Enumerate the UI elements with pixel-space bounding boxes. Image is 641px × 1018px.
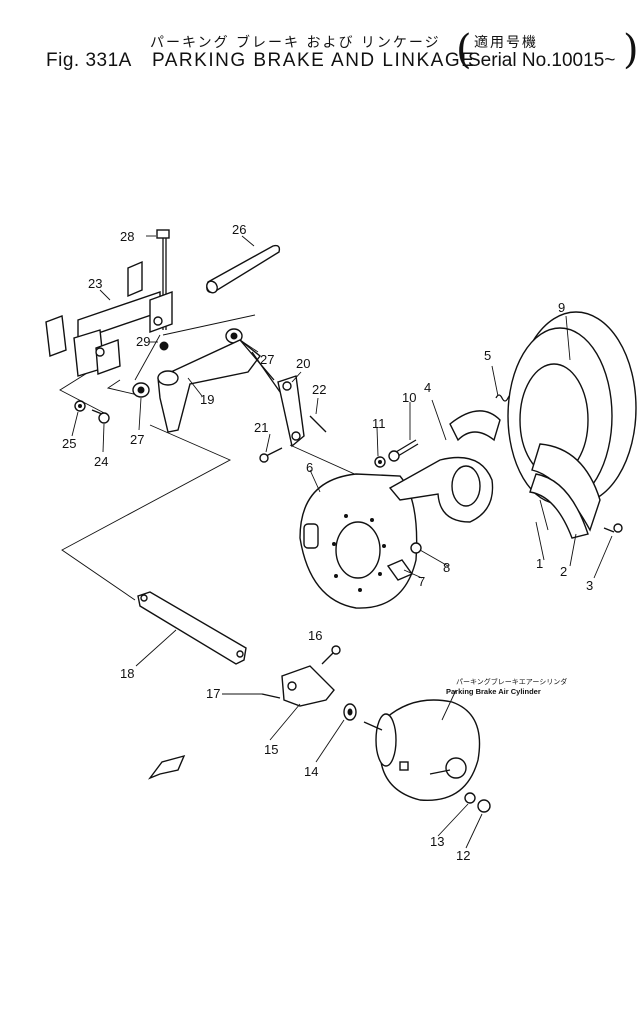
bolt-24 [91,409,110,424]
lining-1 [539,499,549,531]
nut-29 [150,341,169,351]
nut-8 [410,542,422,554]
part-number-11: 11 [372,416,386,431]
figure-title: PARKING BRAKE AND LINKAGE [152,50,476,71]
serial-range: Serial No.10015~ [468,50,616,71]
applicability-japanese: 適用号機 [474,35,538,51]
pin-26 [206,235,281,294]
part-number-2: 2 [560,564,567,579]
part-number-3: 3 [586,578,593,593]
air-cylinder-callout: パーキングブレーキエアーシリンダ Parking Brake Air Cylin… [446,677,567,696]
anchor-plate-4 [388,410,501,523]
part-number-27-lower: 27 [130,432,144,447]
part-number-17: 17 [206,686,220,701]
nut-12 [477,799,491,813]
washer-25 [74,400,86,412]
lever-19 [157,339,281,433]
part-number-13: 13 [430,834,444,849]
part-number-4: 4 [424,380,431,395]
part-number-29: 29 [136,334,150,349]
rod-18 [137,591,247,665]
part-number-12: 12 [456,848,470,863]
nut-14 [343,703,357,721]
part-number-6: 6 [306,460,313,475]
title-japanese: パーキング ブレーキ および リンケージ [150,35,441,51]
leader-lines [71,315,613,849]
front-arrow-icon [147,754,186,780]
callout-japanese: パーキングブレーキエアーシリンダ [456,677,567,686]
left-paren: ( [456,27,472,73]
part-number-10: 10 [402,390,416,405]
part-number-20: 20 [296,356,310,371]
callout-english: Parking Brake Air Cylinder [446,687,541,696]
part-number-26: 26 [232,222,246,237]
washer-11 [374,456,386,468]
bolt-21 [259,447,283,463]
part-number-14: 14 [304,764,318,779]
part-number-1: 1 [536,556,543,571]
link-20 [277,371,305,448]
bracket-23 [45,260,173,377]
part-number-8: 8 [443,560,450,575]
bushing-27-a [225,328,243,344]
part-number-15: 15 [264,742,278,757]
part-numbers: 1 2 3 4 5 6 7 8 9 10 11 12 13 14 15 16 1… [62,222,593,863]
cotter-pin-17 [261,693,281,699]
bolt-10 [388,439,419,462]
drum-9 [507,311,637,505]
part-number-9: 9 [558,300,565,315]
part-number-28: 28 [120,229,134,244]
bolt-3 [603,523,623,533]
clevis-15 [281,665,335,707]
part-number-22: 22 [312,382,326,397]
part-number-18: 18 [120,666,134,681]
part-number-21: 21 [254,420,268,435]
part-number-19: 19 [200,392,214,407]
right-paren: ) [623,27,639,73]
washer-13 [464,792,476,804]
part-number-7: 7 [418,574,425,589]
part-number-5: 5 [484,348,491,363]
part-number-27-upper: 27 [260,352,274,367]
air-cylinder [363,699,481,802]
part-number-16: 16 [308,628,322,643]
figure-number: Fig. 331A [46,50,132,71]
part-number-24: 24 [94,454,108,469]
bushing-27-b [132,382,150,398]
part-number-25: 25 [62,436,76,451]
backing-plate-6 [299,473,418,609]
shoe-2 [529,443,601,539]
part-number-23: 23 [88,276,102,291]
pin-16 [321,645,341,665]
pin-22 [309,397,327,433]
